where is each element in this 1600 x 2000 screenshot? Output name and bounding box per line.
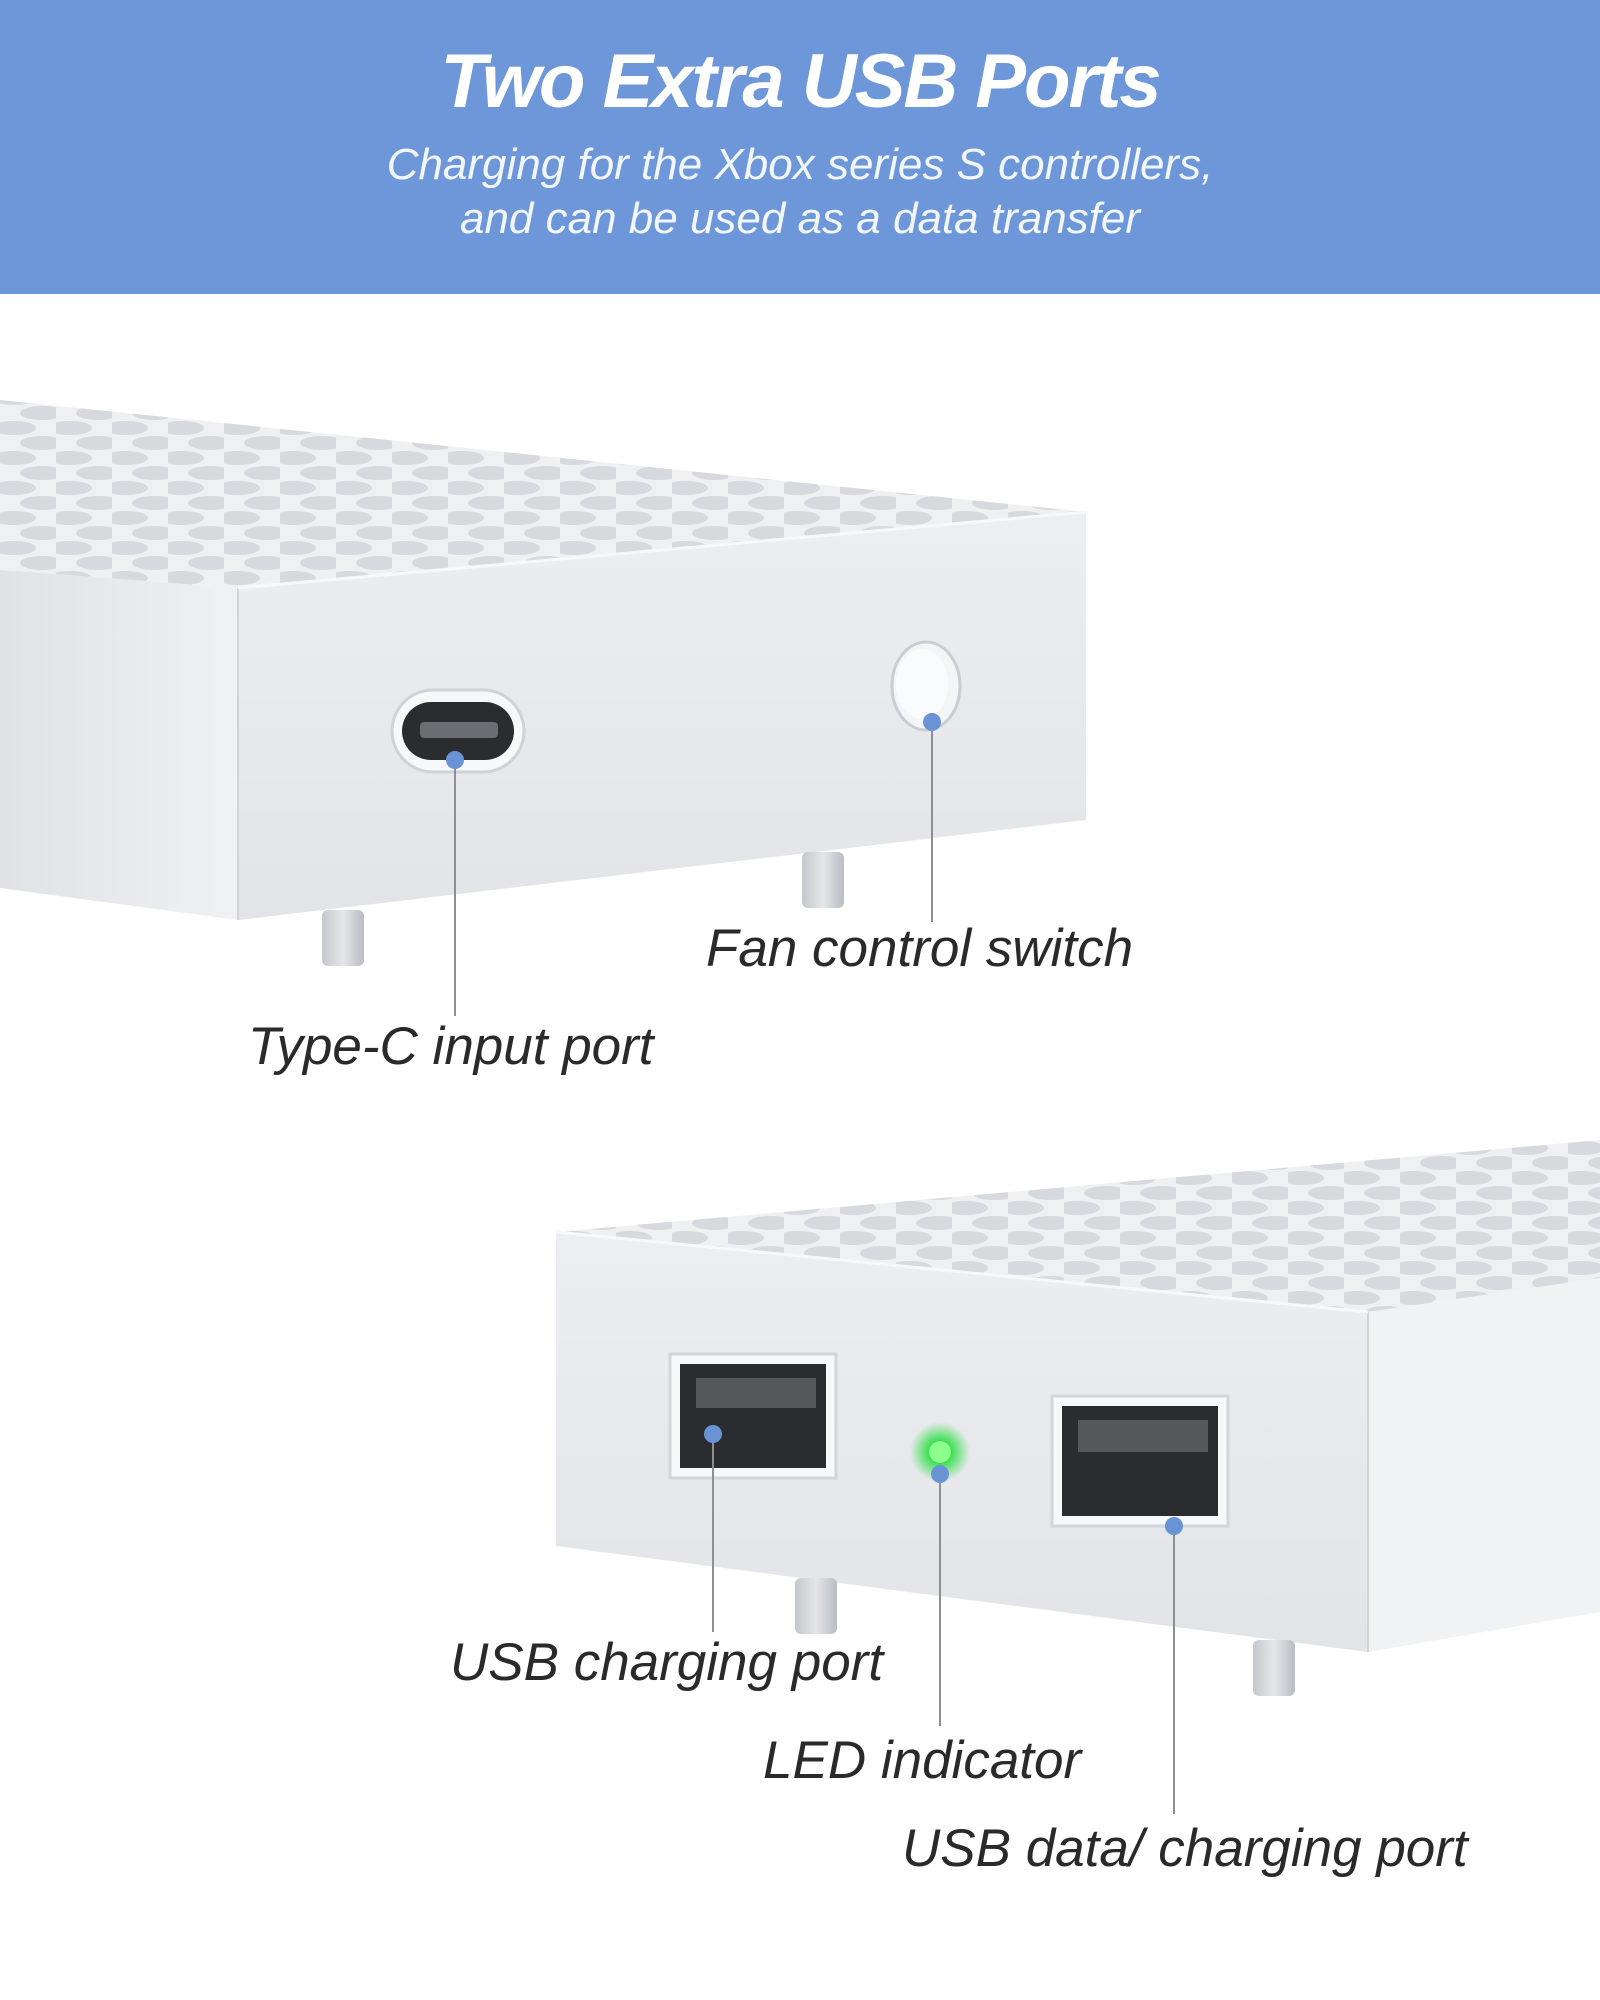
- device-top: [0, 400, 1087, 966]
- page-title: Two Extra USB Ports: [440, 39, 1161, 124]
- subtitle-line-1: Charging for the Xbox series S controlle…: [386, 140, 1214, 189]
- usb-data-port: [1050, 1394, 1230, 1528]
- header-banner: Two Extra USB Ports Charging for the Xbo…: [0, 0, 1600, 294]
- callout-dot-usb-charging: [704, 1425, 722, 1443]
- led-light: [910, 1422, 970, 1482]
- label-usb-data-charging-port: USB data/ charging port: [902, 1819, 1468, 1878]
- callout-dot-led: [931, 1465, 949, 1483]
- callout-dot-fan: [923, 713, 941, 731]
- callout-dot-usb-data: [1165, 1517, 1183, 1535]
- callout-dot-typec: [446, 751, 464, 769]
- label-led-indicator: LED indicator: [763, 1731, 1082, 1790]
- label-typec-input-port: Type-C input port: [248, 1017, 654, 1076]
- label-fan-control-switch: Fan control switch: [706, 919, 1134, 978]
- fan-switch: [890, 640, 962, 732]
- label-usb-charging-port: USB charging port: [450, 1633, 884, 1692]
- subtitle-line-2: and can be used as a data transfer: [459, 194, 1141, 243]
- typec-port: [390, 688, 526, 774]
- device-bottom: [555, 1140, 1600, 1696]
- usb-charging-port: [668, 1352, 838, 1480]
